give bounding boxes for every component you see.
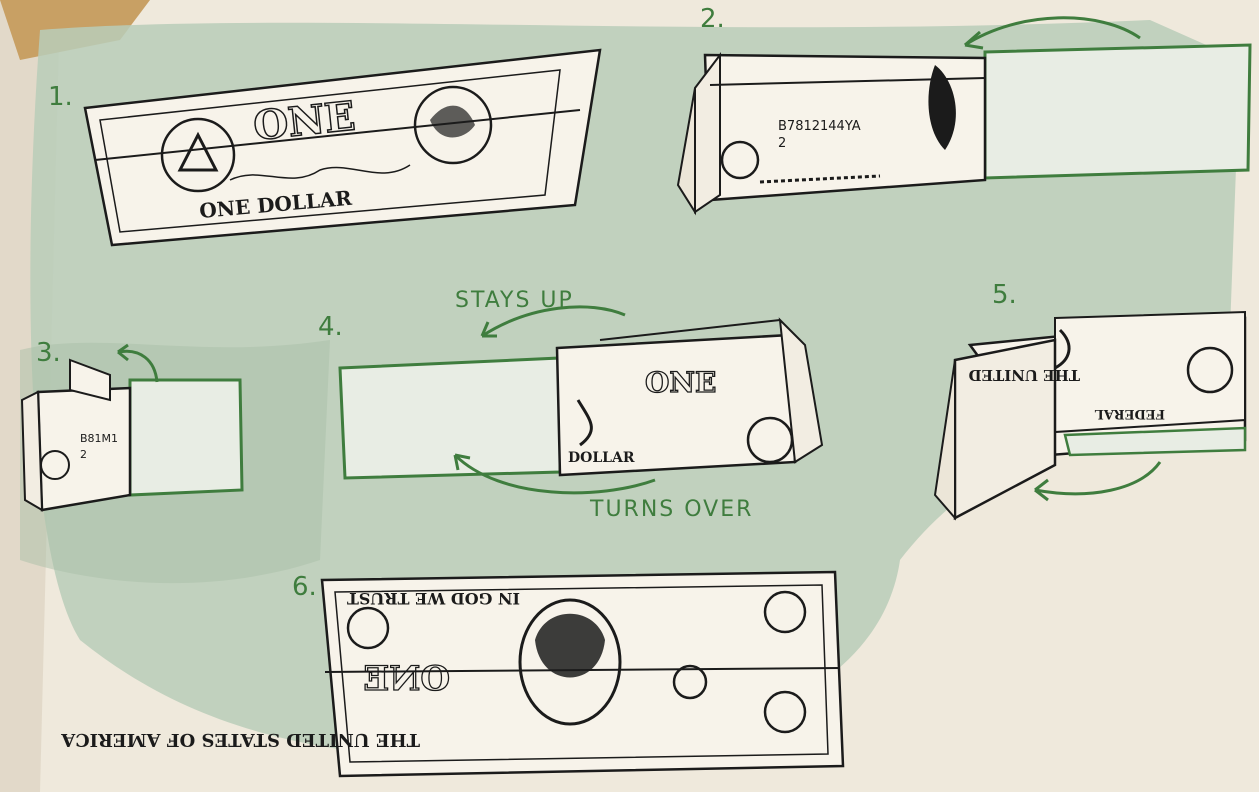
step-number-6: 6. (292, 572, 317, 602)
step3-folded-bill (20, 358, 244, 512)
step2-serial-text: B7812144YA (778, 119, 861, 134)
stays-up-label: STAYS UP (455, 288, 574, 313)
step2-folded-bill (676, 43, 1252, 216)
portrait-oval-icon (518, 598, 622, 726)
step4-folded-bill (338, 317, 824, 480)
step1-one-text: ONE (251, 93, 357, 150)
step5-the-united-text: THE UNITED (969, 366, 1080, 384)
step-number-4: 4. (318, 312, 343, 342)
portrait-dark-icon (928, 65, 956, 150)
step6-in-god-text: IN GOD WE TRUST (347, 589, 520, 608)
step5-federal-text: FEDERAL (1095, 406, 1165, 421)
step5-folded-bill (933, 310, 1247, 521)
step3-serial-2-text: 2 (80, 448, 87, 461)
step2-arrow-icon (964, 16, 1141, 47)
step-number-5: 5. (992, 280, 1017, 310)
stays-up-arrow-icon (481, 305, 626, 338)
step4-one-text: ONE (645, 366, 716, 399)
step6-bill (320, 570, 845, 778)
step5-arrow-icon (1034, 461, 1162, 496)
turns-over-arrow-icon (453, 453, 656, 495)
step1-bill (83, 48, 602, 247)
step-number-2: 2. (700, 4, 725, 34)
step2-serial-2-text: 2 (778, 136, 786, 151)
pyramid-seal-icon (160, 117, 236, 193)
step6-united-states-text: THE UNITED STATES OF AMERICA (60, 729, 420, 750)
step3-serial-text: B81M1 (80, 432, 118, 445)
step4-dollar-text: DOLLAR (568, 450, 635, 466)
step6-one-mirror-text: ONE (363, 659, 450, 699)
eagle-seal-icon (413, 85, 493, 165)
step-number-3: 3. (36, 338, 61, 368)
step-number-1: 1. (48, 82, 73, 112)
step3-arrow-icon (117, 349, 159, 383)
folded-flap-outline (983, 43, 1252, 180)
turns-over-label: TURNS OVER (590, 497, 754, 522)
